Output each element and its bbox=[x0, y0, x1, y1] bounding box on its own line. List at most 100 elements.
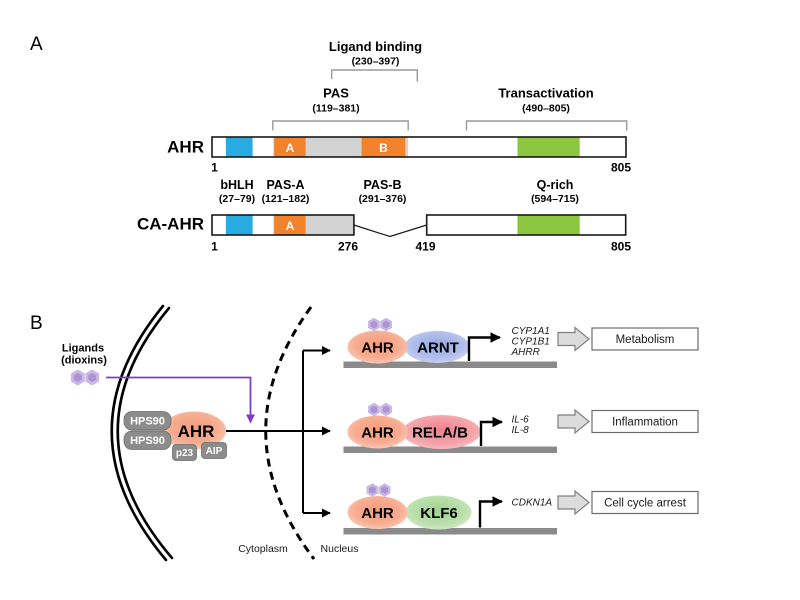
ahr-bar-outline bbox=[211, 136, 627, 158]
outcome-label-metabolism: Metabolism bbox=[616, 334, 675, 346]
q-rich-range: (594–715) bbox=[531, 193, 579, 205]
ahr-qrich-domain bbox=[517, 137, 580, 157]
aip-box bbox=[201, 442, 227, 459]
ca-ahr-protein-label: CA-AHR bbox=[137, 215, 204, 234]
ligand-binding-range: (230–397) bbox=[352, 56, 400, 68]
ahr-start-residue: 1 bbox=[211, 161, 218, 175]
ca-ahr-deletion-link bbox=[353, 224, 427, 238]
cell-membrane-inner bbox=[116, 306, 174, 560]
ca-ahr-bhlh-domain bbox=[225, 215, 253, 235]
ahr-label-2: AHR bbox=[361, 424, 394, 441]
ahr-pas-a-domain bbox=[274, 137, 306, 157]
p23-label: p23 bbox=[176, 448, 194, 459]
ahr-ellipse-1 bbox=[347, 330, 408, 364]
arnt-ellipse bbox=[404, 331, 470, 363]
domain-labels-row: bHLH (27–79) PAS-A (121–182) PAS-B (291–… bbox=[219, 178, 579, 205]
pas-b-title: PAS-B bbox=[364, 178, 402, 192]
panel-b-label: B bbox=[30, 313, 43, 334]
ligand-entry-arrow bbox=[106, 376, 255, 424]
ahr-end-residue: 805 bbox=[611, 161, 631, 175]
cytosolic-ahr-complex: HPS90 HPS90 AHR p23 AIP bbox=[123, 411, 227, 461]
ligand-dimer-icon-2 bbox=[368, 403, 392, 417]
panel-a: A Ligand binding (230–397) PAS (119–381)… bbox=[30, 34, 631, 254]
transcription-arrow-3 bbox=[478, 496, 504, 528]
hsp90-bottom-label: HPS90 bbox=[130, 435, 165, 447]
ca-ahr-end-residue: 805 bbox=[611, 240, 631, 254]
panel-b: B Ligands (dioxins) HPS90 HPS90 AHR p23 … bbox=[30, 304, 699, 562]
ca-ahr-domain-bar: A bbox=[211, 214, 627, 238]
ahr-label-1: AHR bbox=[361, 339, 394, 356]
dna-bar-3 bbox=[343, 528, 557, 535]
relab-ellipse bbox=[402, 415, 481, 449]
complex-ahr-relab: AHR RELA/B IL-6 IL-8 Inflammation bbox=[343, 403, 699, 453]
complex-ahr-arnt: AHR ARNT CYP1A1 CYP1B1 AHRR Metabolism bbox=[343, 318, 699, 368]
hsp90-top-box bbox=[123, 411, 172, 431]
cytoplasm-label: Cytoplasm bbox=[238, 543, 288, 555]
ahr-domain-bar: A B bbox=[211, 136, 627, 158]
pas-a-range: (121–182) bbox=[262, 193, 310, 205]
ligand-dimer-icon-1 bbox=[368, 318, 392, 332]
bhlh-range: (27–79) bbox=[219, 193, 255, 205]
outcome-label-cell-cycle-arrest: Cell cycle arrest bbox=[604, 498, 687, 510]
ahr-pas-a-letter: A bbox=[286, 141, 295, 155]
cytosolic-ahr-ellipse bbox=[162, 411, 226, 450]
dna-bar-2 bbox=[343, 446, 557, 453]
arnt-label: ARNT bbox=[417, 339, 459, 356]
pas-b-range: (291–376) bbox=[359, 193, 407, 205]
transactivation-range: (490–805) bbox=[522, 103, 570, 115]
nucleus-label: Nucleus bbox=[321, 543, 359, 555]
outcome-box-metabolism bbox=[591, 327, 699, 351]
ligand-dimer-icon bbox=[71, 370, 99, 386]
ligands-label-line2: (dioxins) bbox=[61, 355, 107, 367]
ahr-pas-b-domain bbox=[361, 137, 406, 157]
transactivation-title: Transactivation bbox=[498, 86, 593, 101]
gene-il8: IL-8 bbox=[512, 425, 530, 436]
outcome-box-cell-cycle-arrest bbox=[591, 490, 699, 515]
ligand-binding-bracket bbox=[331, 69, 418, 82]
outcome-label-inflammation: Inflammation bbox=[612, 417, 678, 429]
ca-ahr-pas-a-domain bbox=[274, 215, 306, 235]
ca-ahr-segment2-outline bbox=[425, 214, 627, 236]
aip-label: AIP bbox=[206, 446, 223, 457]
hsp90-top-label: HPS90 bbox=[130, 416, 165, 428]
outcome-block-arrow-2 bbox=[557, 408, 590, 435]
ligand-dimer-icon-3 bbox=[367, 483, 391, 497]
ahr-label-3: AHR bbox=[361, 505, 394, 522]
outcome-block-arrow-1 bbox=[557, 326, 590, 352]
nuclear-membrane bbox=[264, 306, 316, 560]
gene-ahrr: AHRR bbox=[511, 347, 540, 358]
ligands-label-line1: Ligands bbox=[62, 343, 104, 355]
gene-cdkn1a: CDKN1A bbox=[512, 498, 553, 509]
hsp90-bottom-box bbox=[123, 430, 172, 450]
pas-bracket bbox=[272, 120, 409, 131]
bhlh-title: bHLH bbox=[220, 178, 253, 192]
transcription-arrow-2 bbox=[479, 416, 504, 446]
pas-title: PAS bbox=[323, 86, 349, 101]
gene-cyp1b1: CYP1B1 bbox=[512, 337, 550, 348]
ca-ahr-qrich-domain bbox=[517, 215, 580, 235]
ca-ahr-break-end-residue: 276 bbox=[338, 240, 358, 254]
cytosolic-ahr-label: AHR bbox=[178, 422, 215, 441]
ca-ahr-start-residue: 1 bbox=[211, 240, 218, 254]
relab-label: RELA/B bbox=[412, 424, 468, 441]
cell-membrane-outer bbox=[110, 304, 168, 562]
panel-a-label: A bbox=[30, 34, 43, 55]
complex-ahr-klf6: AHR KLF6 CDKN1A Cell cycle arrest bbox=[343, 483, 699, 535]
outcome-box-inflammation bbox=[591, 409, 699, 434]
ahr-protein-label: AHR bbox=[167, 138, 204, 157]
outcome-block-arrow-3 bbox=[557, 489, 590, 516]
pas-range: (119–381) bbox=[312, 103, 359, 115]
ahr-ellipse-3 bbox=[347, 496, 408, 529]
klf6-label: KLF6 bbox=[420, 505, 458, 522]
transcription-arrow-1 bbox=[467, 332, 502, 361]
ca-ahr-pas-a-letter: A bbox=[286, 219, 295, 233]
transactivation-bracket bbox=[465, 120, 628, 131]
ahr-bhlh-domain bbox=[225, 137, 253, 157]
pas-a-title: PAS-A bbox=[267, 178, 305, 192]
dna-bar-1 bbox=[343, 361, 557, 368]
gene-cyp1a1: CYP1A1 bbox=[512, 326, 550, 337]
ahr-ellipse-2 bbox=[347, 415, 408, 449]
q-rich-title: Q-rich bbox=[537, 178, 574, 192]
